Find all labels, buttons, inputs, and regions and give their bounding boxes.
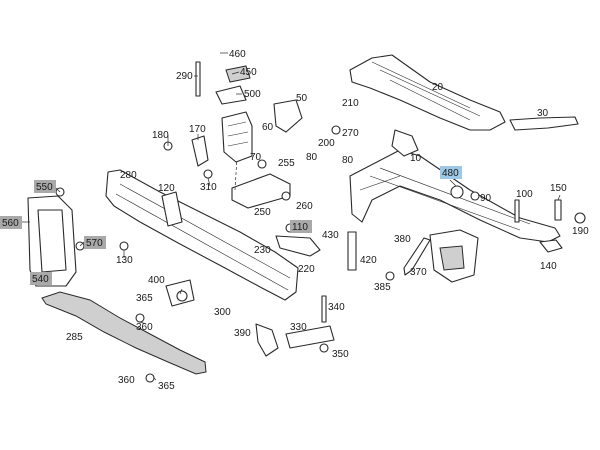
label-365b: 365 — [158, 381, 175, 392]
label-110: 110 — [292, 222, 308, 233]
part-285-absorber — [41, 291, 207, 375]
label-450: 450 — [240, 67, 257, 78]
part-330-block — [285, 325, 335, 349]
part-20-upper-cross-member — [349, 54, 506, 131]
label-60: 60 — [262, 122, 274, 133]
label-140: 140 — [540, 261, 557, 272]
label-570: 570 — [86, 238, 103, 249]
label-285: 285 — [66, 332, 83, 343]
part-150-bolt — [554, 199, 562, 221]
part-100-bolt — [514, 199, 520, 223]
part-110-linkage — [275, 235, 321, 257]
label-130: 130 — [116, 255, 133, 266]
part-120-bracket — [161, 191, 183, 227]
label-385: 385 — [374, 282, 391, 293]
label-170: 170 — [189, 124, 206, 135]
label-210: 210 — [342, 98, 359, 109]
label-280: 280 — [120, 170, 137, 181]
part-60-housing — [221, 111, 253, 163]
label-80a: 80 — [306, 152, 318, 163]
label-190: 190 — [572, 226, 589, 237]
part-30-bracket — [509, 116, 579, 131]
label-255: 255 — [278, 158, 295, 169]
label-370: 370 — [410, 267, 427, 278]
label-420: 420 — [360, 255, 377, 266]
label-120: 120 — [158, 183, 175, 194]
part-370-mount — [403, 229, 479, 283]
label-310: 310 — [200, 182, 217, 193]
label-550: 550 — [36, 182, 53, 193]
label-290: 290 — [176, 71, 193, 82]
label-540: 540 — [32, 274, 49, 285]
part-50-bracket — [273, 99, 303, 133]
part-bolts — [55, 61, 395, 383]
label-180: 180 — [152, 130, 169, 141]
label-220: 220 — [298, 264, 315, 275]
label-365a: 365 — [136, 293, 153, 304]
label-390: 390 — [234, 328, 251, 339]
label-20: 20 — [432, 82, 444, 93]
label-90: 90 — [480, 193, 492, 204]
part-540-frame — [27, 195, 77, 287]
part-140-bracket — [539, 239, 563, 253]
part-190-nut — [574, 212, 586, 224]
label-270: 270 — [342, 128, 359, 139]
label-460: 460 — [229, 49, 246, 60]
label-50: 50 — [296, 93, 308, 104]
leader-lines — [22, 52, 561, 381]
label-500: 500 — [244, 89, 261, 100]
label-260: 260 — [296, 201, 313, 212]
label-80b: 80 — [342, 155, 354, 166]
label-360a: 360 — [136, 322, 153, 333]
label-100: 100 — [516, 189, 533, 200]
label-70: 70 — [250, 152, 262, 163]
label-380: 380 — [394, 234, 411, 245]
part-480-mount — [450, 185, 480, 201]
label-300: 300 — [214, 307, 231, 318]
label-250: 250 — [254, 207, 271, 218]
part-420-rod — [347, 231, 357, 271]
part-170-bracket — [191, 135, 209, 167]
label-340: 340 — [328, 302, 345, 313]
callout-labels: 460 450 290 500 20 50 210 30 180 170 60 … — [0, 49, 589, 392]
label-150: 150 — [550, 183, 567, 194]
part-390-clip — [255, 323, 279, 357]
label-360b: 360 — [118, 375, 135, 386]
label-330: 330 — [290, 322, 307, 333]
label-480: 480 — [442, 168, 459, 179]
label-430: 430 — [322, 230, 339, 241]
part-500-bracket — [215, 65, 251, 105]
part-400-bracket — [165, 279, 195, 307]
label-400: 400 — [148, 275, 165, 286]
label-30: 30 — [537, 108, 549, 119]
label-10: 10 — [410, 153, 422, 164]
label-200: 200 — [318, 138, 335, 149]
label-350: 350 — [332, 349, 349, 360]
part-280-bumper-beam — [105, 169, 299, 301]
label-230: 230 — [254, 245, 271, 256]
label-560: 560 — [2, 218, 19, 229]
